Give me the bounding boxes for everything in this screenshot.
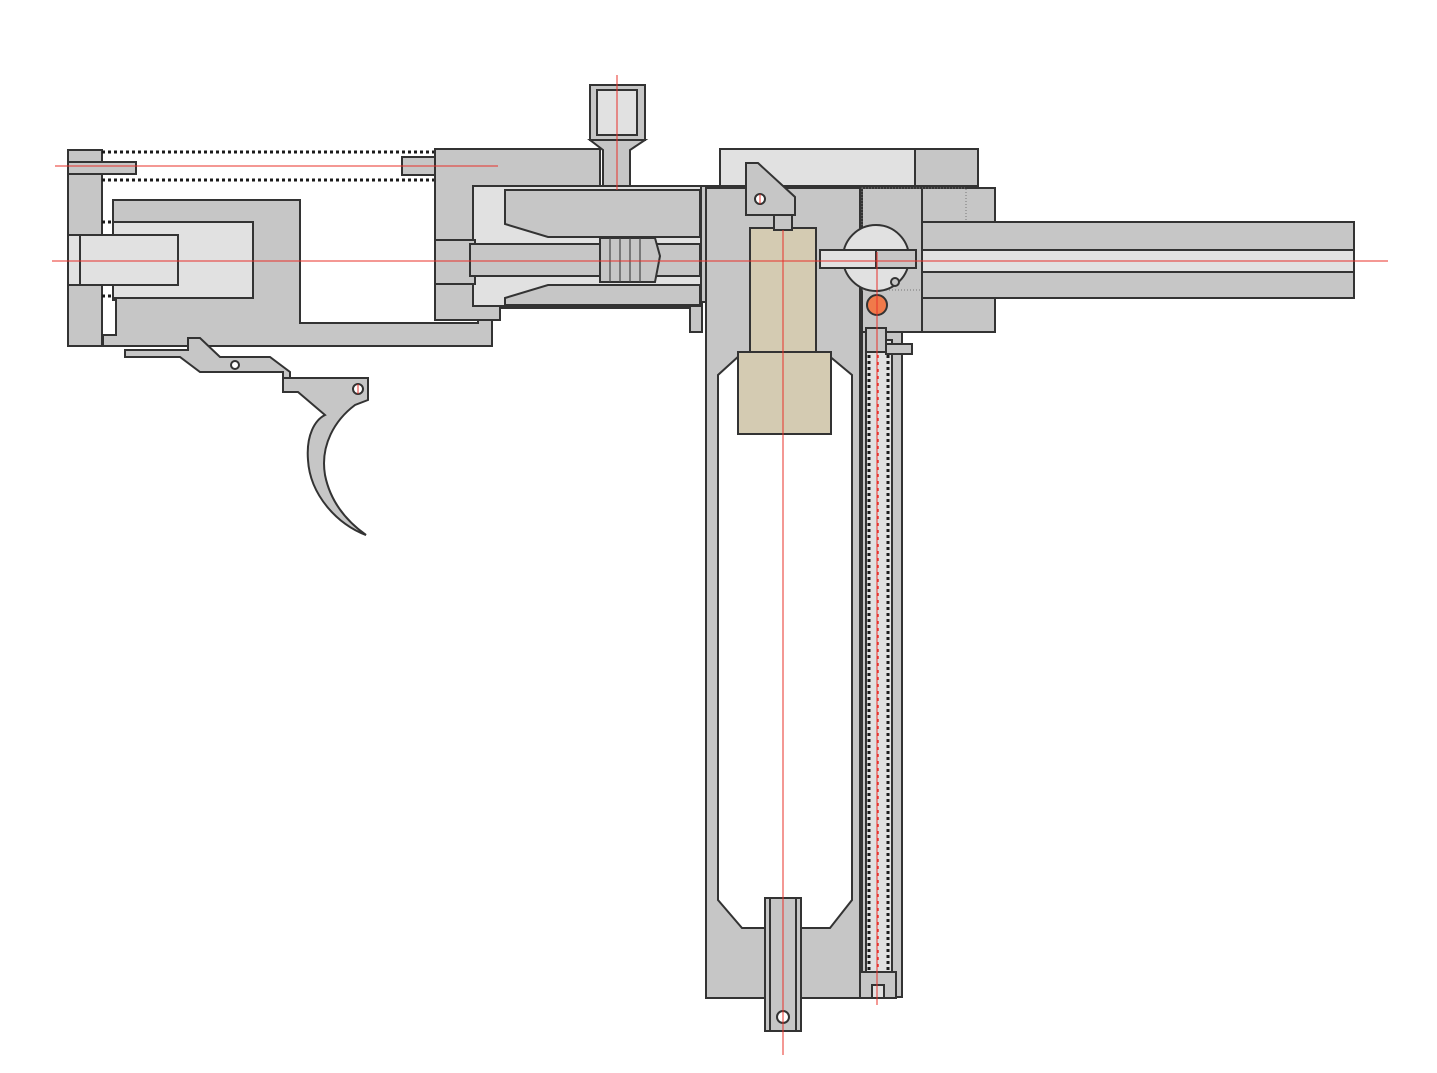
buffer-block [79,199,493,347]
barrel [921,221,1355,299]
sear-pivot-icon [230,360,240,370]
latch-lever [745,162,796,216]
trigger [282,377,369,536]
striker-rod [469,237,701,283]
sear [124,337,291,379]
axis-lines [52,75,1388,1055]
feed-tube [859,327,913,999]
striker-housing [434,189,701,306]
